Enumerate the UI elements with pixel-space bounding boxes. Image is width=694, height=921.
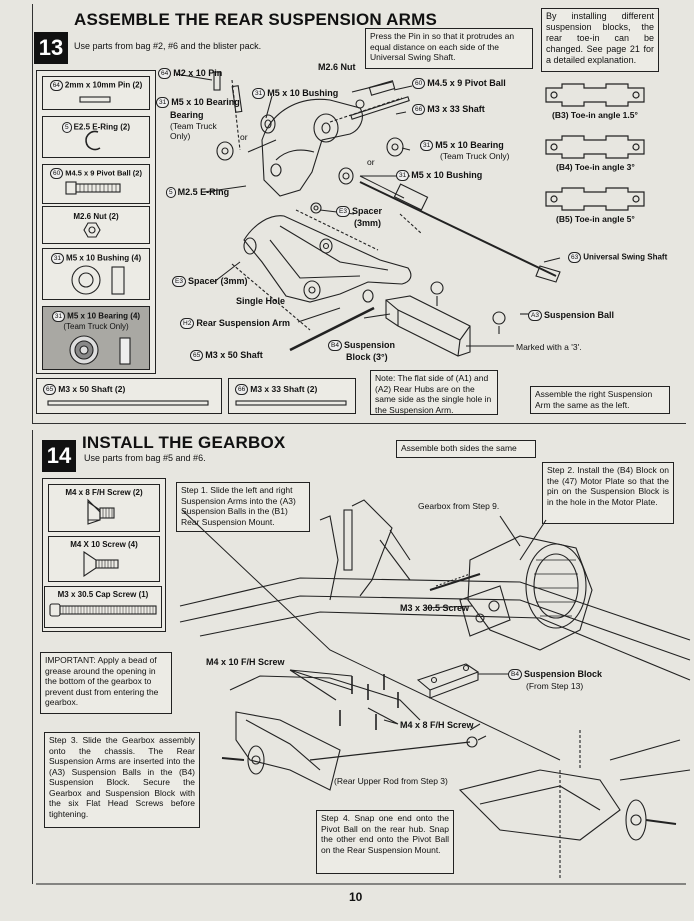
- part-m4x8-label: M4 x 8 F/H Screw (2): [65, 488, 143, 497]
- label-gearbox: Gearbox from Step 9.: [418, 501, 500, 511]
- label-m4x8: M4 x 8 F/H Screw: [400, 720, 474, 730]
- step14-step1: Step 1. Slide the left and right Suspens…: [176, 482, 310, 532]
- part-bearing-sub: (Team Truck Only): [63, 322, 129, 331]
- label-rear-rod: (Rear Upper Rod from Step 3): [334, 776, 448, 786]
- part-ering-label: E2.5 E-Ring (2): [73, 122, 131, 132]
- label-m4x10: M4 x 10 F/H Screw: [206, 657, 285, 667]
- label-single-hole: Single Hole: [236, 296, 286, 306]
- part-cap-screw: M3 x 30.5 Cap Screw (1): [44, 586, 162, 628]
- step13-number: 13: [34, 32, 68, 64]
- label-bearing-sub: (Team Truck Only): [170, 121, 217, 141]
- part-pivot-ball-label: M4.5 x 9 Pivot Ball (2): [65, 168, 142, 178]
- step14-title: INSTALL THE GEARBOX: [82, 433, 286, 452]
- step14-frame: [32, 430, 686, 884]
- step14-important: IMPORTANT: Apply a bead of grease around…: [40, 652, 172, 714]
- label-or-right: or: [367, 157, 375, 167]
- part-shaft33-label: M3 x 33 Shaft (2): [250, 384, 318, 394]
- label-bearing-right-sub: (Team Truck Only): [440, 151, 510, 161]
- part-bearing-label: M5 x 10 Bearing (4): [67, 311, 141, 321]
- label-bearing-word: Bearing: [170, 110, 204, 120]
- step13-subtitle: Use parts from bag #2, #6 and the bliste…: [74, 41, 262, 51]
- part-nut: M2.6 Nut (2): [42, 206, 150, 244]
- toe-in-b4: (B4) Toe-in angle 3°: [556, 162, 635, 172]
- part-bushing-label: M5 x 10 Bushing (4): [66, 253, 142, 263]
- step13-assemble-right: Assemble the right Suspension Arm the sa…: [530, 386, 670, 414]
- label-cap-screw: M3 x 30.5 Screw: [400, 603, 470, 613]
- label-spacer-top-sub: (3mm): [354, 218, 382, 228]
- step14-step3: Step 3. Slide the Gearbox assembly onto …: [44, 732, 200, 828]
- page-number: 10: [349, 890, 363, 904]
- part-m4x10: M4 X 10 Screw (4): [48, 536, 160, 582]
- part-m4x10-label: M4 X 10 Screw (4): [70, 540, 138, 549]
- label-marked: Marked with a '3'.: [516, 342, 582, 352]
- part-cap-screw-label: M3 x 30.5 Cap Screw (1): [57, 590, 149, 599]
- label-susp-block-sub: Block (3°): [346, 352, 388, 362]
- step13-toe-sidenote: By installing different suspension block…: [541, 8, 659, 72]
- toe-in-b3: (B3) Toe-in angle 1.5°: [552, 110, 638, 120]
- step14-number: 14: [42, 440, 76, 472]
- label-nut: M2.6 Nut: [318, 62, 356, 72]
- label-step14-susp-block-sub: (From Step 13): [526, 681, 584, 691]
- step14-both-sides: Assemble both sides the same: [396, 440, 536, 458]
- part-shaft50-label: M3 x 50 Shaft (2): [58, 384, 126, 394]
- toe-in-b5: (B5) Toe-in angle 5°: [556, 214, 635, 224]
- part-pin-label: 2mm x 10mm Pin (2): [64, 80, 143, 90]
- step14-step2: Step 2. Install the (B4) Block on the (4…: [542, 462, 674, 524]
- step13-frame: [32, 4, 686, 424]
- step13-hub-note: Note: The flat side of (A1) and (A2) Rea…: [370, 370, 498, 415]
- part-nut-label: M2.6 Nut (2): [73, 212, 119, 221]
- label-or-left: or: [240, 132, 248, 142]
- step13-title: ASSEMBLE THE REAR SUSPENSION ARMS: [74, 10, 438, 29]
- step14-subtitle: Use parts from bag #5 and #6.: [84, 453, 206, 463]
- step13-pin-callout: Press the Pin in so that it protrudes an…: [365, 28, 533, 69]
- step14-step4: Step 4. Snap one end onto the Pivot Ball…: [316, 810, 454, 874]
